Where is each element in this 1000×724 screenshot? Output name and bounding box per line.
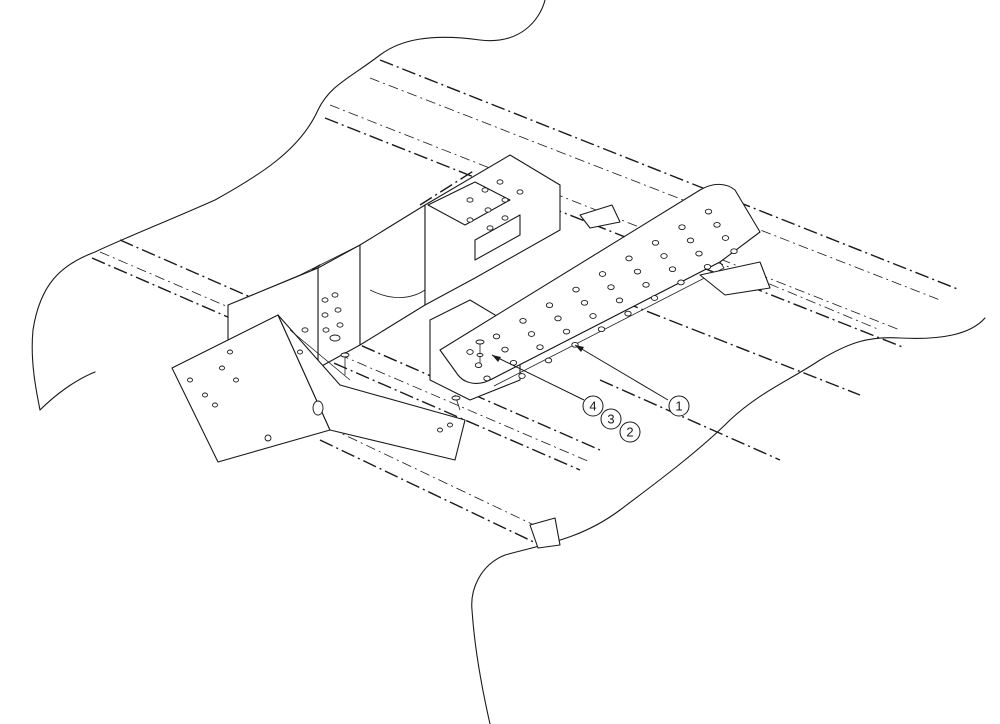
hole bbox=[483, 375, 491, 382]
hole bbox=[607, 284, 615, 291]
mounting-bracket bbox=[171, 314, 466, 463]
hole bbox=[486, 225, 494, 231]
hole bbox=[501, 346, 509, 353]
svg-text:2: 2 bbox=[626, 425, 633, 440]
callouts: 1 4 3 2 bbox=[582, 395, 690, 443]
hole bbox=[227, 349, 233, 355]
hole bbox=[527, 331, 536, 337]
hole bbox=[730, 248, 738, 255]
hole bbox=[501, 215, 509, 221]
hole bbox=[704, 208, 713, 215]
hole bbox=[624, 310, 632, 317]
step-plate-holes bbox=[466, 208, 738, 382]
hole bbox=[519, 317, 527, 324]
hole bbox=[481, 187, 489, 193]
hole bbox=[501, 197, 509, 203]
callout-4: 4 bbox=[582, 395, 604, 417]
cross-member-holes bbox=[301, 179, 524, 333]
svg-text:1: 1 bbox=[675, 399, 682, 414]
hole bbox=[466, 217, 474, 223]
hole bbox=[642, 281, 650, 288]
hole bbox=[544, 357, 553, 364]
hole bbox=[650, 295, 659, 301]
hole bbox=[336, 322, 344, 328]
hardware-fasteners bbox=[329, 334, 485, 411]
svg-text:4: 4 bbox=[589, 399, 596, 414]
callout-3: 3 bbox=[600, 408, 622, 430]
hole bbox=[264, 434, 272, 442]
hole bbox=[321, 312, 329, 318]
hole bbox=[334, 307, 342, 313]
hole bbox=[321, 297, 329, 303]
hole bbox=[633, 268, 642, 275]
hole bbox=[233, 377, 239, 383]
hole bbox=[312, 400, 324, 416]
hole bbox=[187, 377, 193, 383]
rear-bracket-tabs bbox=[529, 204, 771, 549]
hole bbox=[516, 189, 524, 195]
svg-text:3: 3 bbox=[607, 412, 614, 427]
hole bbox=[625, 255, 633, 262]
hole bbox=[554, 315, 562, 322]
hole bbox=[713, 221, 721, 228]
hole bbox=[466, 197, 474, 203]
hole bbox=[677, 279, 685, 286]
hole bbox=[331, 292, 339, 298]
step-plate bbox=[439, 183, 761, 387]
hole bbox=[447, 422, 453, 428]
leader-arrowhead bbox=[575, 345, 584, 352]
hole bbox=[518, 373, 526, 379]
hole bbox=[536, 344, 544, 351]
hole bbox=[219, 365, 225, 371]
hole bbox=[721, 235, 730, 241]
hole bbox=[466, 349, 474, 355]
hole bbox=[668, 266, 677, 273]
hole bbox=[301, 327, 309, 333]
hole bbox=[580, 299, 589, 306]
hole bbox=[703, 263, 712, 270]
hole bbox=[322, 327, 330, 333]
hole bbox=[660, 253, 668, 259]
callout-2: 2 bbox=[619, 421, 641, 443]
hole bbox=[202, 392, 208, 398]
hole bbox=[572, 286, 580, 293]
hole bbox=[615, 297, 624, 304]
hole bbox=[686, 237, 695, 244]
hole bbox=[562, 328, 571, 335]
chassis-breakout-outline bbox=[31, 0, 986, 724]
hole bbox=[297, 349, 303, 355]
hole bbox=[474, 362, 483, 369]
hole bbox=[212, 402, 218, 408]
hole bbox=[496, 179, 504, 185]
hole bbox=[598, 271, 607, 277]
hole bbox=[437, 427, 443, 433]
callout-1: 1 bbox=[668, 395, 690, 417]
hole bbox=[678, 224, 686, 231]
callout-leaders bbox=[491, 344, 669, 401]
hole bbox=[651, 239, 660, 246]
hole bbox=[589, 313, 597, 319]
hole bbox=[492, 333, 501, 340]
hole bbox=[597, 326, 606, 333]
hole bbox=[545, 302, 554, 309]
leader-arrowhead bbox=[492, 355, 501, 362]
bracket-holes bbox=[187, 349, 453, 442]
hole bbox=[484, 207, 492, 213]
hole bbox=[695, 250, 703, 257]
